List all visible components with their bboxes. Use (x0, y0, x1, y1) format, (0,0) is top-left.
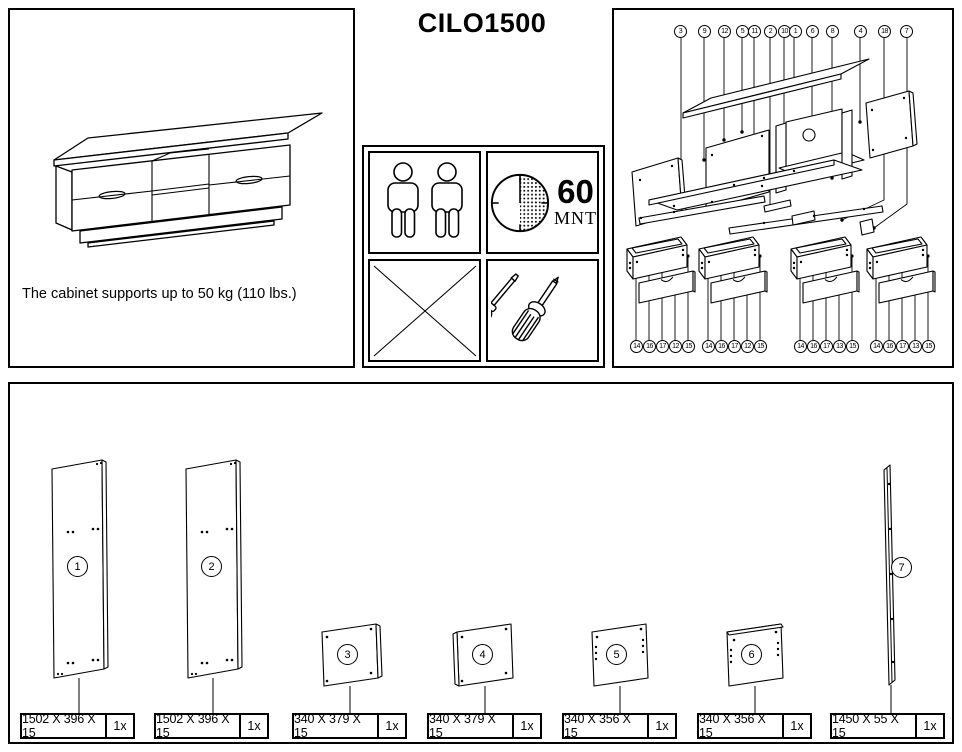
callout-circle: 1 (789, 25, 802, 38)
part-label: 340 X 356 X 15 1x (562, 712, 677, 740)
callout-circle: 15 (754, 340, 767, 353)
part-quantity: 1x (377, 713, 407, 739)
crossed-out-box-icon (373, 265, 476, 356)
part-number-circle: 6 (741, 644, 762, 665)
part-number-circle: 7 (891, 557, 912, 578)
part-quantity: 1x (239, 713, 269, 739)
part-dimensions: 340 X 356 X 15 (697, 712, 784, 740)
callout-circle: 2 (764, 25, 777, 38)
callout-circle: 11 (748, 25, 761, 38)
callout-circle: 4 (854, 25, 867, 38)
part-number-circle: 4 (472, 644, 493, 665)
model-title: CILO1500 (417, 8, 547, 38)
callout-circle: 3 (674, 25, 687, 38)
callout-circle: 17 (656, 340, 669, 353)
part-label: 340 X 379 X 15 1x (292, 712, 407, 740)
callout-circle: 12 (669, 340, 682, 353)
part-dimensions: 1502 X 396 X 15 (20, 712, 107, 740)
assembly-time-cell: 60 MNT (486, 151, 599, 254)
callout-circle: 13 (909, 340, 922, 353)
callout-circle: 6 (806, 25, 819, 38)
callout-circle: 16 (807, 340, 820, 353)
screwdrivers-icon (490, 272, 559, 341)
crossed-out-cell (368, 259, 481, 362)
callout-circle: 16 (715, 340, 728, 353)
callout-circle: 17 (728, 340, 741, 353)
load-capacity-caption: The cabinet supports up to 50 kg (110 lb… (22, 286, 297, 302)
tv-cabinet-icon (53, 112, 323, 248)
callout-circle: 9 (698, 25, 711, 38)
callout-circle: 13 (833, 340, 846, 353)
callout-circle: 17 (820, 340, 833, 353)
callout-circle: 15 (846, 340, 859, 353)
callout-circle: 8 (826, 25, 839, 38)
exploded-view-panel: 3 9 12 5 11 2 10 1 6 8 4 18 7 14 16 17 1… (612, 8, 954, 368)
part-number-circle: 3 (337, 644, 358, 665)
part-dimensions: 340 X 356 X 15 (562, 712, 649, 740)
part-label: 1450 X 55 X 15 1x (830, 712, 945, 740)
callout-circle: 15 (682, 340, 695, 353)
callout-circle: 18 (878, 25, 891, 38)
info-pictogram-grid: 60 MNT (362, 145, 605, 368)
part-label: 340 X 356 X 15 1x (697, 712, 812, 740)
parts-drawings (51, 459, 896, 714)
callout-circle: 14 (630, 340, 643, 353)
callout-circle: 15 (922, 340, 935, 353)
part-number-circle: 2 (201, 556, 222, 577)
tools-required-cell (486, 259, 599, 362)
callout-circle: 14 (794, 340, 807, 353)
part-dimensions: 340 X 379 X 15 (292, 712, 379, 740)
part-label: 340 X 379 X 15 1x (427, 712, 542, 740)
callout-circle: 7 (900, 25, 913, 38)
part-number-circle: 5 (606, 644, 627, 665)
part-quantity: 1x (105, 713, 135, 739)
two-people-icon (386, 161, 463, 238)
overview-panel: The cabinet supports up to 50 kg (110 lb… (8, 8, 355, 368)
part-quantity: 1x (647, 713, 677, 739)
callout-circle: 14 (870, 340, 883, 353)
callout-circle: 16 (643, 340, 656, 353)
parts-list-panel: 1 2 3 4 5 6 7 1502 X 396 X 15 1x 1502 X … (8, 382, 954, 744)
part-quantity: 1x (915, 713, 945, 739)
part-label: 1502 X 396 X 15 1x (20, 712, 135, 740)
part-quantity: 1x (512, 713, 542, 739)
part-number-circle: 1 (67, 556, 88, 577)
two-people-required-cell (368, 151, 481, 254)
callout-circle: 10 (778, 25, 791, 38)
60-minute-clock-icon (490, 173, 550, 232)
assembly-time-unit: MNT (554, 207, 597, 228)
part-dimensions: 1450 X 55 X 15 (830, 712, 917, 740)
part-dimensions: 340 X 379 X 15 (427, 712, 514, 740)
part-label: 1502 X 396 X 15 1x (154, 712, 269, 740)
callout-circle: 12 (718, 25, 731, 38)
part-dimensions: 1502 X 396 X 15 (154, 712, 241, 740)
callout-circle: 16 (883, 340, 896, 353)
callout-circle: 12 (741, 340, 754, 353)
callout-circle: 17 (896, 340, 909, 353)
callout-circle: 14 (702, 340, 715, 353)
exploded-cabinet-diagram (626, 38, 936, 340)
part-quantity: 1x (782, 713, 812, 739)
assembly-time-value: 60 (557, 172, 594, 210)
